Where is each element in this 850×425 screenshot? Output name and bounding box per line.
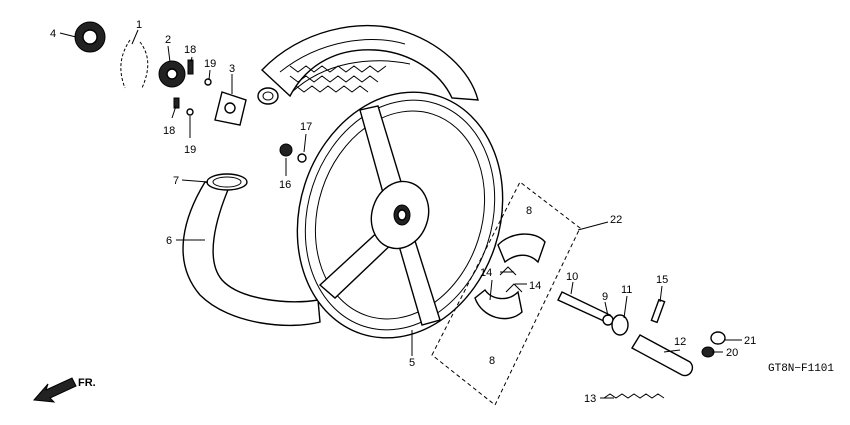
- callout-18a: 18: [184, 44, 196, 56]
- callout-6: 6: [166, 235, 172, 247]
- tread-pattern: [289, 65, 387, 93]
- tire-upper: [257, 24, 479, 105]
- drive-parts: [74, 21, 307, 163]
- diagram-code: GT8N−F1101: [768, 363, 834, 375]
- callout-13: 13: [584, 393, 596, 405]
- callout-18b: 18: [163, 125, 175, 137]
- callout-19a: 19: [204, 58, 216, 70]
- brake-assembly: [431, 181, 726, 406]
- callout-21: 21: [744, 335, 756, 347]
- callout-14a: 14: [480, 267, 492, 279]
- leader-lines: [59, 29, 742, 399]
- callout-20: 20: [726, 347, 738, 359]
- callout-5: 5: [409, 357, 415, 369]
- callout-7: 7: [173, 175, 179, 187]
- callout-16: 16: [279, 179, 291, 191]
- callout-17: 17: [300, 121, 312, 133]
- tube: [182, 173, 321, 327]
- callout-1: 1: [136, 19, 142, 31]
- callout-3: 3: [229, 63, 235, 75]
- front-direction-arrow: FR.: [32, 377, 96, 403]
- callout-8b: 8: [489, 355, 495, 367]
- callout-15: 15: [656, 274, 668, 286]
- callout-19b: 19: [184, 144, 196, 156]
- callout-10: 10: [566, 271, 578, 283]
- callout-labels: 1 2 3 4 5 6 7 8 8 9 10 11 12 13 14 14 15…: [50, 19, 756, 405]
- callout-8a: 8: [526, 205, 532, 217]
- callout-11: 11: [621, 284, 632, 296]
- callout-22: 22: [610, 214, 622, 226]
- callout-9: 9: [602, 291, 608, 303]
- direction-label: FR.: [78, 377, 96, 389]
- callout-14b: 14: [529, 280, 541, 292]
- callout-2: 2: [165, 34, 171, 46]
- wheel: [296, 91, 504, 339]
- callout-4: 4: [50, 28, 56, 40]
- callout-12: 12: [674, 336, 686, 348]
